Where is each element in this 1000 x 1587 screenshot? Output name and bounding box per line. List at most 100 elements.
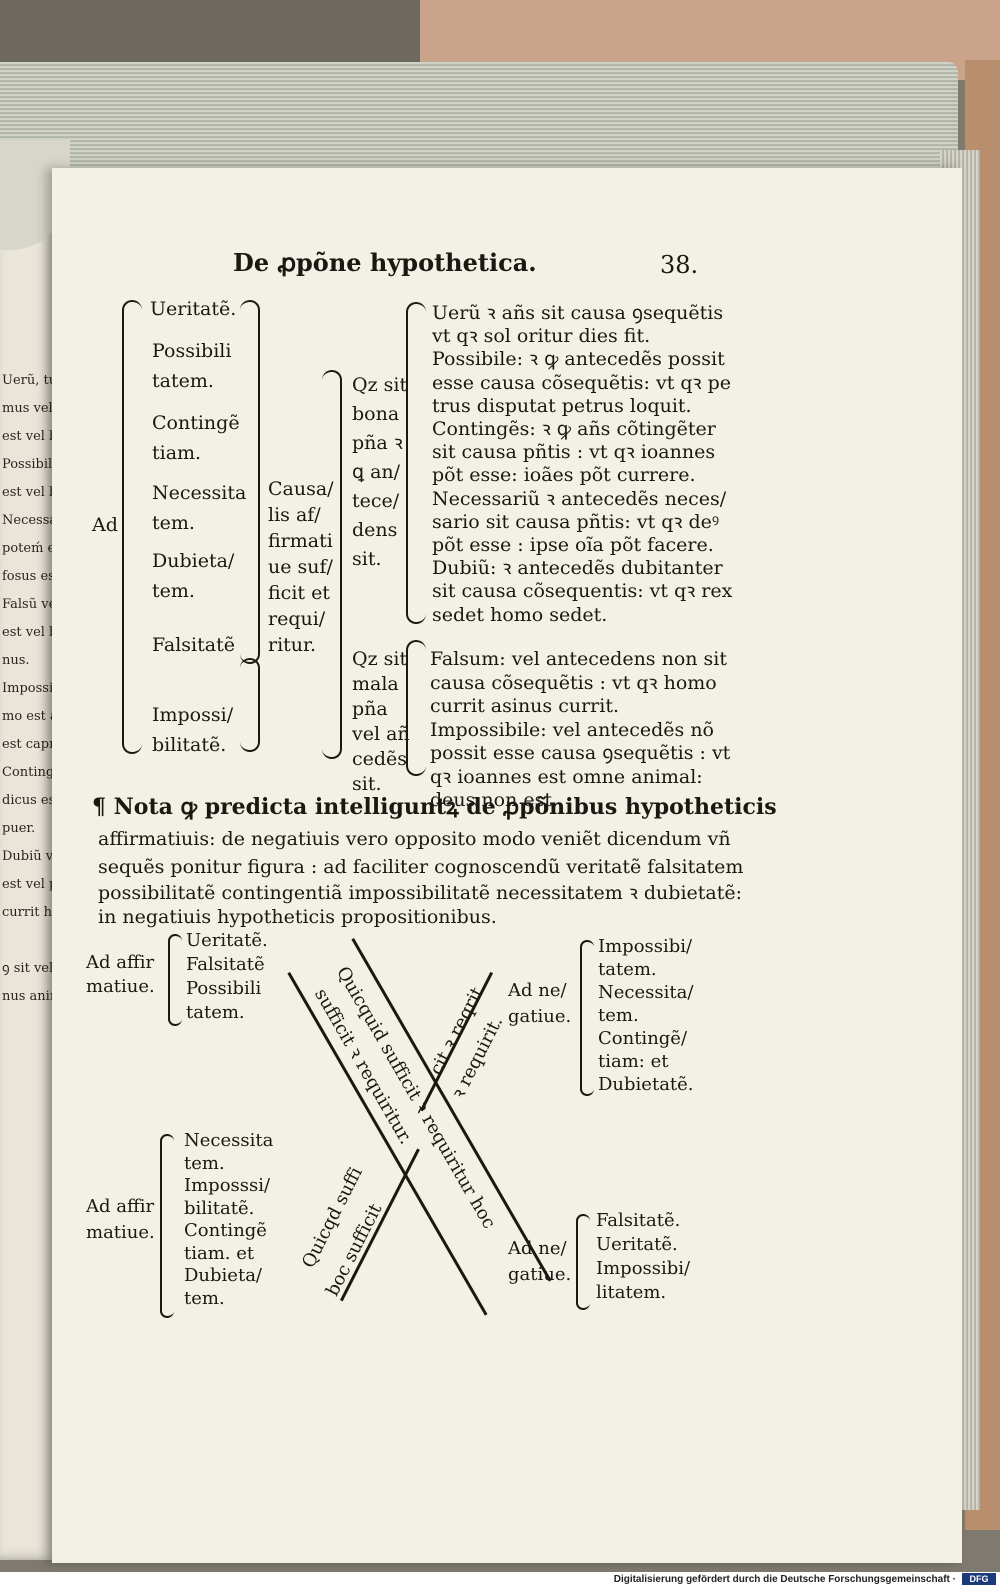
lower-bl-item: Necessita — [184, 1130, 274, 1151]
upper-definition-line: vt qꝛ sol oritur dies fit. — [432, 325, 651, 348]
upper-attribute-line: Impossi/ — [152, 704, 234, 726]
facing-page-fragment: nus animal — [2, 989, 58, 1004]
upper-bona-line: tece/ — [352, 490, 400, 512]
facing-page-fragment: Necessari — [2, 513, 58, 528]
upper-mala-brace — [406, 640, 426, 776]
upper-definition-line: currit asinus currit. — [430, 695, 620, 717]
facing-page-fragment: mo est ali — [2, 709, 58, 724]
facing-page-fragment: est capri — [2, 737, 58, 752]
facing-page-fragment: Possibili — [2, 457, 57, 472]
upper-bona-line: bona — [352, 403, 400, 425]
facing-page-fragment: Dubiũ vi — [2, 849, 58, 864]
upper-mala-line: cedẽs — [352, 748, 408, 770]
running-header: De ꝓpõne hypothetica. — [233, 248, 537, 277]
upper-definition-line: sedet homo sedet. — [432, 603, 608, 626]
upper-bona-line: Qz sit — [352, 374, 408, 396]
upper-attribute-line: tem. — [152, 580, 195, 602]
lower-tl-item: Falsitatẽ — [186, 954, 265, 975]
lower-bl-item: tem. — [184, 1152, 225, 1174]
lower-br-item: litatem. — [596, 1282, 667, 1303]
lower-tl-label: Ad affir — [86, 952, 155, 973]
upper-definition-line: possit esse causa ꝯsequẽtis : vt — [430, 742, 731, 764]
upper-definition-line: esse causa cõsequẽtis: vt qꝛ pe — [432, 371, 731, 394]
upper-definition-line: qꝛ ioannes est omne animal: — [430, 765, 703, 788]
facing-page-fragment: nus. — [2, 653, 30, 668]
book-page — [52, 168, 962, 1563]
upper-definition-line: Possibile: ꝛ ꝙ antecedẽs possit — [432, 348, 725, 371]
lower-tl-item: tatem. — [186, 1002, 245, 1023]
lower-tr-item: tatem. — [598, 959, 657, 980]
upper-mala-line: pña — [352, 698, 388, 720]
facing-page-fragment: ꝯ sit vel — [2, 961, 54, 976]
upper-mala-line: Qz sit — [352, 648, 408, 670]
lower-bl-item: tem. — [184, 1287, 225, 1309]
facing-page-fragment: est vel bo — [2, 625, 58, 640]
upper-definition-line: Contingẽs: ꝛ ꝙ añs cõtingẽter — [432, 418, 716, 440]
facing-page-fragment: est vel pa — [2, 877, 58, 892]
upper-definition-line: deus non est. — [430, 789, 559, 811]
lower-tr-brace — [580, 940, 594, 1096]
lower-bl-item: Dubieta/ — [184, 1265, 262, 1286]
upper-attribute-line: Possibili — [152, 340, 232, 362]
lower-tr-item: Impossibi/ — [598, 936, 693, 957]
facing-page-fragment: puer. — [2, 821, 36, 836]
lower-tr-item: Necessita/ — [598, 982, 694, 1003]
note-line: affirmatiuis: de negatiuis vero opposito… — [98, 828, 731, 850]
lower-tr-item: Contingẽ/ — [598, 1028, 688, 1049]
lower-tl-item: Ueritatẽ. — [186, 930, 268, 951]
footer-credit: Digitalisierung gefördert durch die Deut… — [613, 1574, 956, 1585]
lower-br-brace — [576, 1214, 590, 1310]
upper-attribute-line: Contingẽ — [152, 412, 240, 434]
upper-attr-brace-2 — [240, 658, 260, 752]
dfg-logo: DFG — [962, 1573, 996, 1585]
lower-tr-item: Dubietatẽ. — [598, 1074, 694, 1095]
note-line: ¶ Nota ꝙ predicta intelliguntꝝ de ꝓpõnib… — [92, 794, 777, 820]
lower-br-label: gatiue. — [508, 1264, 572, 1285]
facing-page-fragment: Uerũ, tuis — [2, 373, 58, 388]
upper-definition-line: causa cõsequẽtis : vt qꝛ homo — [430, 671, 717, 694]
upper-attribute-line: tiam. — [152, 442, 202, 464]
facing-page-fragment: poteḿ est — [2, 541, 58, 556]
lower-tr-item: tiam: et — [598, 1051, 669, 1072]
book-page-edges-top — [0, 62, 958, 182]
upper-definition-line: Necessariũ ꝛ antecedẽs neces/ — [432, 487, 727, 510]
facing-page-fragment: mus vel bo — [2, 401, 58, 416]
upper-bona-brace — [406, 302, 426, 624]
upper-condition-line: lis af/ — [268, 504, 321, 526]
lower-tl-label: matiue. — [86, 976, 155, 997]
facing-page-fragment: Impossibili — [2, 681, 58, 696]
folio-number: 38. — [660, 251, 699, 279]
lower-bl-item: Imposssi/ — [184, 1175, 271, 1196]
upper-definition-line: sit causa cõsequentis: vt qꝛ rex — [432, 580, 733, 603]
lower-tl-brace — [168, 934, 182, 1026]
upper-attribute-line: Falsitatẽ — [152, 634, 235, 656]
upper-definition-line: Falsum: vel antecedens non sit — [430, 648, 728, 670]
upper-bona-line: pña ꝛ — [352, 432, 403, 454]
note-line: sequẽs ponitur figura : ad faciliter cog… — [98, 856, 744, 878]
upper-definition-line: trus disputat petrus loquit. — [432, 394, 692, 417]
upper-attribute-line: bilitatẽ. — [152, 734, 227, 756]
facing-page-fragment: dicus est — [2, 793, 58, 808]
upper-root-brace — [122, 300, 142, 754]
upper-definition-line: Dubiũ: ꝛ antecedẽs dubitanter — [432, 557, 723, 580]
upper-root-label: Ad — [92, 514, 118, 536]
upper-condition-line: ficit et — [268, 582, 330, 604]
upper-definition-line: Uerũ ꝛ añs sit causa ꝯsequẽtis — [432, 302, 724, 324]
upper-definition-line: põt esse : ipse oĩa põt facere. — [432, 534, 714, 556]
upper-condition-line: ue suf/ — [268, 556, 333, 578]
upper-mala-line: sit. — [352, 773, 382, 795]
facing-page-fragment: est vel bo — [2, 429, 58, 444]
lower-tr-item: tem. — [598, 1005, 639, 1026]
note-line: possibilitatẽ contingentiã impossibilita… — [98, 882, 743, 904]
upper-condition-brace — [322, 370, 342, 759]
upper-definition-line: sario sit causa pñtis: vt qꝛ deꝰ — [432, 510, 720, 533]
lower-br-item: Falsitatẽ. — [596, 1210, 681, 1231]
upper-attr-brace-1 — [240, 300, 260, 664]
upper-definition-line: põt esse: ioães põt currere. — [432, 464, 696, 487]
upper-definition-line: Impossibile: vel antecedẽs nõ — [430, 718, 714, 741]
upper-mala-line: mala — [352, 673, 399, 695]
upper-attribute-line: Ueritatẽ. — [150, 298, 237, 320]
lower-tl-item: Possibili — [186, 978, 262, 999]
lower-bl-label: Ad affir — [86, 1196, 155, 1217]
upper-condition-line: requi/ — [268, 608, 326, 630]
